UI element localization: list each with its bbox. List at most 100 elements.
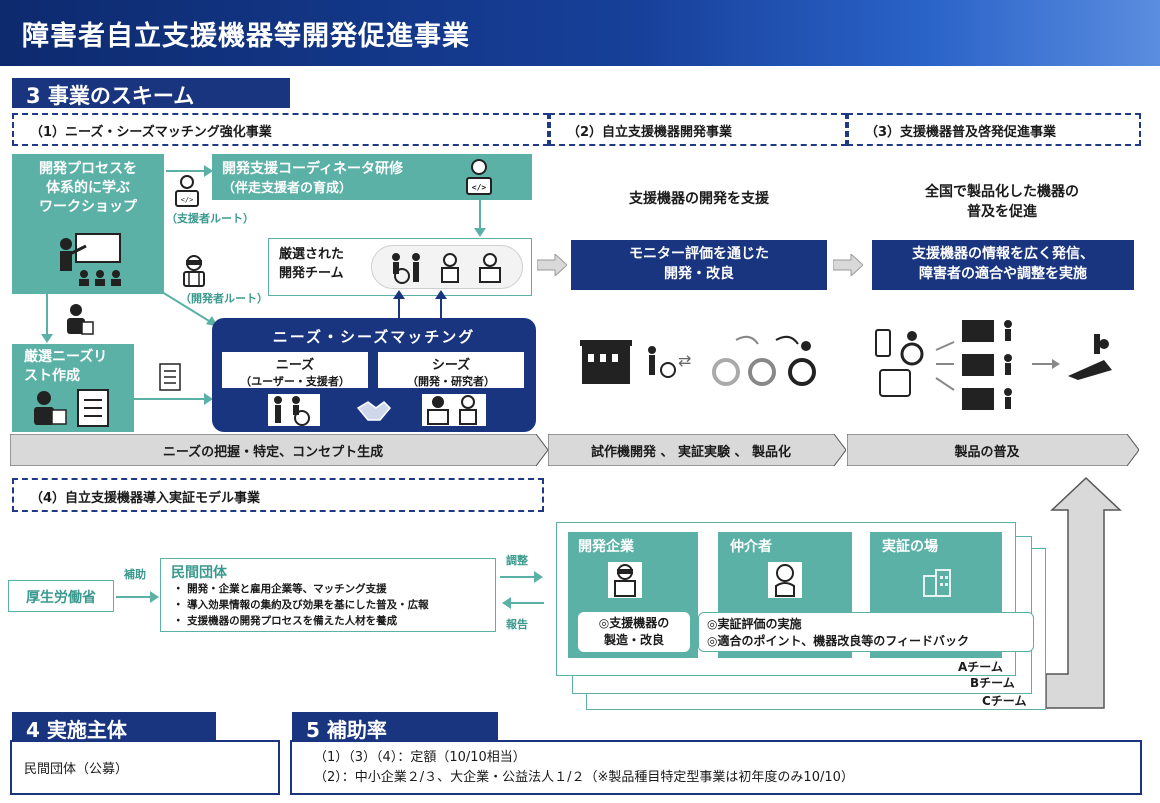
workshop-line1: 開発プロセスを bbox=[39, 161, 137, 177]
big-return-arrow bbox=[1046, 476, 1122, 709]
subsection-1-box: （1）ニーズ・シーズマッチング強化事業 bbox=[12, 113, 549, 146]
subsidy-label: 補助 bbox=[124, 568, 146, 581]
mediator-note: ◎実証評価の実施 ◎適合のポイント、機器改良等のフィードバック bbox=[698, 612, 1034, 652]
c1-line1: ◎支援機器の bbox=[598, 616, 670, 630]
monitor-line2: 開発・改良 bbox=[664, 266, 734, 282]
subsection-3-title: （3）支援機器普及啓発促進事業 bbox=[865, 125, 1057, 140]
seeds-title: シーズ bbox=[431, 358, 471, 373]
spread-line1: 全国で製品化した機器の bbox=[925, 184, 1079, 200]
engineer-icon bbox=[614, 564, 636, 597]
dev-company-note: ◎支援機器の 製造・改良 bbox=[578, 612, 690, 652]
info-line2: 障害者の適合や調整を実施 bbox=[919, 266, 1087, 282]
section4-title: 4 実施主体 bbox=[26, 718, 127, 742]
adjust-label: 調整 bbox=[506, 554, 528, 567]
needs-list-line2: スト作成 bbox=[24, 368, 80, 384]
monitor-line1: モニター評価を通じた bbox=[629, 246, 769, 262]
workshop-box: 開発プロセスを 体系的に学ぶ ワークショップ bbox=[12, 154, 164, 294]
section5-title: 5 補助率 bbox=[306, 718, 387, 742]
arrowhead bbox=[502, 597, 511, 609]
dev-company-col: 開発企業 ◎支援機器の 製造・改良 bbox=[568, 532, 698, 658]
arrowhead bbox=[204, 165, 213, 177]
team-label: 厳選された 開発チーム bbox=[279, 245, 344, 283]
arrow-subsidy bbox=[116, 596, 152, 598]
bullet-2: ・ 導入効果情報の集約及び効果を基にした普及・広報 bbox=[173, 599, 429, 611]
team-a-label: Aチーム bbox=[958, 660, 1003, 674]
seeds-icons bbox=[422, 394, 486, 426]
info-box: 支援機器の情報を広く発信、 障害者の適合や調整を実施 bbox=[872, 240, 1134, 290]
private-org-bullets: ・ 開発・企業と雇用企業等、マッチング支援 ・ 導入効果情報の集約及び効果を基に… bbox=[173, 581, 429, 629]
phase-1-label: ニーズの把握・特定、コンセプト生成 bbox=[162, 445, 384, 460]
arrowhead bbox=[474, 228, 486, 237]
matching-box: ニーズ・シーズマッチング ニーズ （ユーザー・支援者） シーズ （開発・研究者） bbox=[212, 318, 536, 432]
page-title: 障害者自立支援機器等開発促進事業 bbox=[22, 21, 470, 52]
section5-body-box: （1）（3）（4）：定額（10/10相当） （2）：中小企業２/３、大企業・公益… bbox=[290, 740, 1142, 795]
needs-icons bbox=[268, 394, 320, 426]
spread-illustration bbox=[875, 320, 1112, 410]
checklist-person-icon bbox=[34, 389, 109, 427]
arrow-report bbox=[510, 602, 544, 604]
arrowhead bbox=[435, 290, 447, 299]
section5-body: （1）（3）（4）：定額（10/10相当） （2）：中小企業２/３、大企業・公益… bbox=[314, 748, 854, 788]
gray-arrow-2 bbox=[833, 254, 863, 276]
mediator-icon bbox=[775, 564, 795, 597]
seeds-sub: （開発・研究者） bbox=[407, 375, 495, 388]
arrowhead bbox=[534, 571, 543, 583]
report-label: 報告 bbox=[506, 618, 528, 631]
arrow-up-2 bbox=[440, 296, 442, 318]
gray-arrow-1 bbox=[537, 254, 567, 276]
arrow-needs-matching bbox=[134, 398, 206, 400]
arrow-up-1 bbox=[398, 296, 400, 318]
private-org-title: 民間団体 bbox=[171, 565, 227, 581]
coordinator-line2: （伴走支援者の育成） bbox=[222, 181, 353, 196]
engineer-icon bbox=[183, 255, 205, 287]
private-org-box: 民間団体 ・ 開発・企業と雇用企業等、マッチング支援 ・ 導入効果情報の集約及び… bbox=[160, 558, 496, 632]
page-header bbox=[0, 0, 1160, 66]
arrow-workshop-needs bbox=[46, 294, 48, 336]
arrow-workshop-coordinator bbox=[166, 170, 206, 172]
phase-bar-3-shape bbox=[847, 434, 1139, 466]
phase-3-label: 製品の普及 bbox=[954, 445, 1020, 460]
section5-line2: （2）：中小企業２/３、大企業・公益法人１/２（※製品種目特定型事業は初年度のみ… bbox=[314, 770, 854, 785]
mediator-icon-bg bbox=[768, 562, 802, 598]
subsection-4-box: （4）自立支援機器導入実証モデル事業 bbox=[12, 478, 544, 512]
spread-line2: 普及を促進 bbox=[967, 204, 1037, 220]
section3-title: 3 事業のスキーム bbox=[26, 84, 195, 108]
c2-line1: ◎実証評価の実施 bbox=[707, 617, 802, 631]
arrowhead bbox=[41, 334, 53, 343]
section4-body-box: 民間団体（公募） bbox=[10, 740, 280, 795]
development-illustration: ⇄ bbox=[580, 335, 816, 386]
col1-title: 開発企業 bbox=[578, 539, 634, 555]
needs-title: ニーズ bbox=[275, 358, 315, 373]
arrow-adjust bbox=[500, 576, 536, 578]
info-line1: 支援機器の情報を広く発信、 bbox=[912, 246, 1094, 262]
researcher-icon bbox=[427, 395, 477, 425]
team-c-label: Cチーム bbox=[982, 694, 1027, 708]
person-icon bbox=[67, 304, 94, 335]
dev-route-arrow bbox=[161, 291, 218, 327]
mhlw-label: 厚生労働省 bbox=[26, 590, 96, 606]
needs-list-box: 厳選ニーズリ スト作成 bbox=[12, 344, 134, 432]
section4-body: 民間団体（公募） bbox=[24, 762, 129, 777]
building-icon bbox=[923, 569, 951, 597]
arrowhead bbox=[150, 591, 159, 603]
dev-company-icon-bg bbox=[608, 562, 642, 598]
needs-panel: ニーズ （ユーザー・支援者） bbox=[222, 352, 368, 388]
checklist-icon bbox=[159, 363, 181, 391]
section5-line1: （1）（3）（4）：定額（10/10相当） bbox=[314, 750, 526, 765]
handshake-icon bbox=[356, 401, 392, 421]
phase-bar-2-shape bbox=[548, 434, 846, 466]
bullet-3: ・ 支援機器の開発プロセスを備えた人材を養成 bbox=[173, 615, 398, 627]
workshop-line2: 体系的に学ぶ bbox=[46, 180, 130, 196]
svg-text:</>: </> bbox=[472, 183, 487, 192]
selected-team-box: 厳選された 開発チーム bbox=[268, 238, 532, 296]
subsection-3-box: （3）支援機器普及啓発促進事業 bbox=[847, 113, 1141, 146]
section5-bar: 5 補助率 bbox=[292, 712, 498, 742]
subsection-1-title: （1）ニーズ・シーズマッチング強化事業 bbox=[30, 125, 272, 140]
coordinator-box: 開発支援コーディネータ研修 （伴走支援者の育成） </> bbox=[212, 154, 532, 200]
phase-2-label: 試作機開発 、 実証実験 、 製品化 bbox=[590, 445, 792, 460]
workshop-line3: ワークショップ bbox=[39, 199, 137, 215]
team-b-label: Bチーム bbox=[970, 676, 1015, 690]
subsection-2-title: （2）自立支援機器開発事業 bbox=[567, 125, 733, 140]
team-members-icon bbox=[392, 253, 501, 284]
svg-text:⇄: ⇄ bbox=[678, 351, 691, 370]
